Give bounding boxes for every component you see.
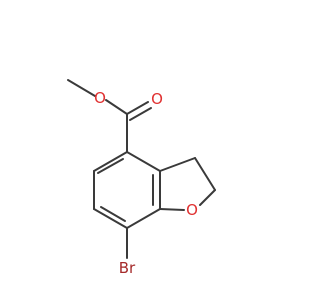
- atom-methoxy-oxygen: O: [94, 89, 106, 107]
- bond-ring-c6-c7: [93, 208, 128, 229]
- atom-carbonyl-oxygen: O: [151, 90, 163, 108]
- bond-carbonyl-double-a: [126, 101, 149, 115]
- bond-methyl-methoxy-oxygen: [67, 79, 96, 97]
- bond-ring-c4-c5-inner: [97, 158, 124, 174]
- bond-carbonyl-double-b: [129, 107, 152, 121]
- bond-c3a-c3: [159, 157, 196, 172]
- bond-ring-c6-c7-inner: [100, 206, 126, 222]
- atom-bromine: Br: [119, 259, 136, 277]
- atom-ring-oxygen: O: [186, 201, 198, 219]
- molecule-structure: O O O Br: [67, 79, 216, 277]
- bond-c3-c2: [194, 157, 216, 191]
- bond-ring-c3a-c4: [126, 151, 161, 172]
- bond-c2-ring-oxygen: [199, 189, 216, 206]
- bond-ring-oxygen-c7a: [159, 208, 185, 211]
- bond-ring-c4-c5: [93, 151, 128, 172]
- bond-ring-c7-c7a: [126, 208, 161, 229]
- bond-methoxy-oxygen-carbonyl-carbon: [105, 99, 128, 115]
